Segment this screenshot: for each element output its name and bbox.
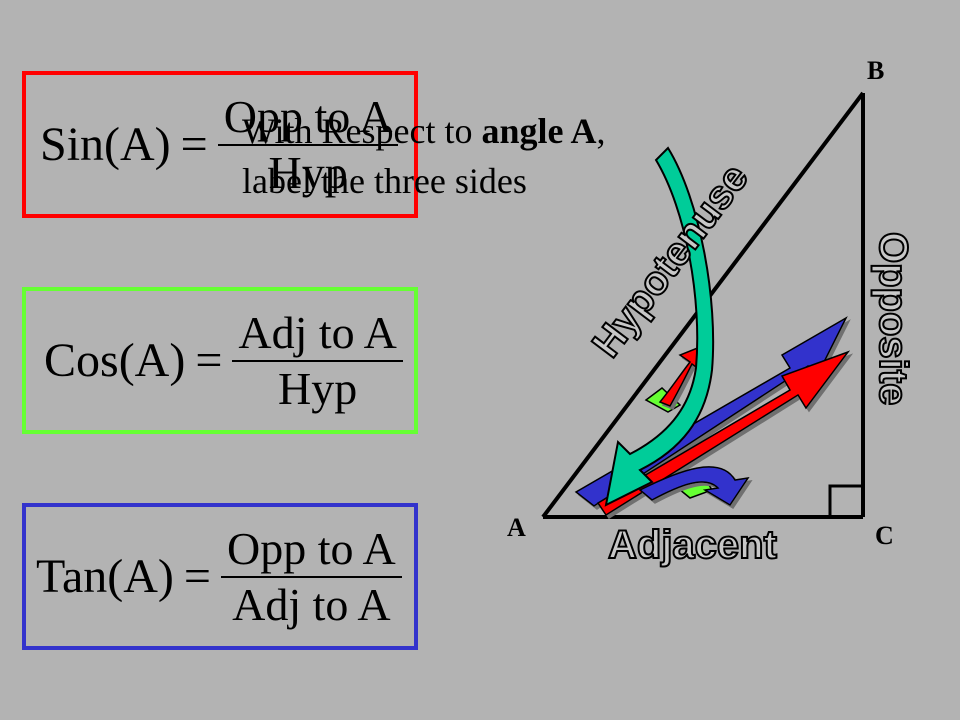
- instruction-text: With Respect to angle A, label the three…: [242, 106, 606, 206]
- tan-numerator: Opp to A: [226, 522, 396, 574]
- vertex-a-label: A: [507, 513, 526, 542]
- cos-function: Cos(A): [44, 334, 186, 387]
- sin-fraction: Opp to A Hyp: [217, 90, 399, 198]
- instruction-line-1: With Respect to angle A,: [242, 106, 606, 156]
- tan-formula-box: Tan(A) = Opp to A Adj to A: [22, 503, 418, 650]
- opposite-label: Opposite: [871, 232, 915, 405]
- sin-formula-box: Sin(A) = Opp to A Hyp: [22, 71, 418, 218]
- instruction-line-2: label the three sides: [242, 161, 527, 201]
- tan-denominator: Adj to A: [232, 578, 391, 630]
- instruction-angle-a: angle A: [481, 111, 597, 151]
- tan-equals: =: [183, 550, 211, 603]
- instruction-line-1-post: ,: [596, 111, 606, 151]
- cos-numerator: Adj to A: [238, 306, 397, 358]
- sin-numerator: Opp to A: [223, 90, 393, 142]
- cos-equals: =: [195, 334, 223, 387]
- red-arrow: [596, 350, 851, 517]
- vertex-b-label: B: [867, 56, 885, 85]
- sin-function: Sin(A): [40, 118, 171, 171]
- adjacent-label: Adjacent: [608, 523, 777, 567]
- teal-curved-arrow: [604, 146, 715, 507]
- tan-function: Tan(A): [36, 550, 174, 603]
- tan-fraction-bar: [220, 575, 402, 578]
- instruction-line-1-pre: With Respect to: [242, 111, 482, 151]
- sin-fraction-bar: [217, 143, 399, 146]
- tan-fraction: Opp to A Adj to A: [220, 522, 402, 630]
- cos-formula-box: Cos(A) = Adj to A Hyp: [22, 287, 418, 434]
- sin-equals: =: [180, 118, 208, 171]
- vertex-c-label: C: [875, 521, 894, 550]
- cos-denominator: Hyp: [278, 362, 358, 414]
- blue-curved-arrow: [638, 466, 750, 507]
- right-angle-marker: [828, 484, 863, 517]
- cos-fraction-bar: [232, 359, 403, 362]
- sin-denominator: Hyp: [268, 146, 348, 198]
- cos-fraction: Adj to A Hyp: [232, 306, 403, 414]
